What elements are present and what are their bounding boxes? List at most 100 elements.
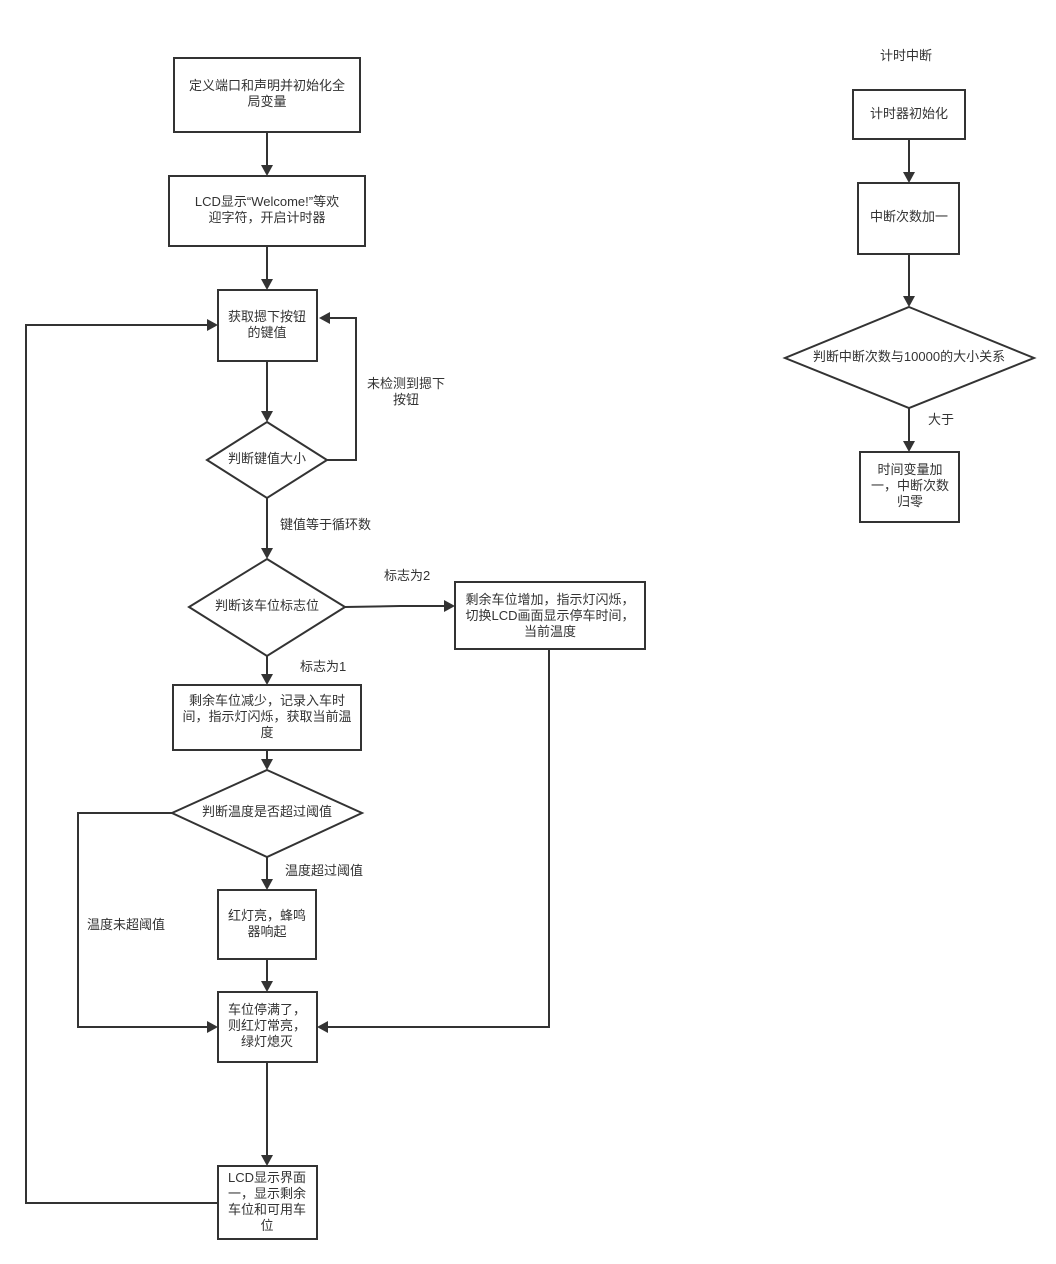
arrowhead — [207, 319, 218, 331]
text-line: 间，指示灯闪烁，获取当前温 — [182, 709, 351, 724]
text-line: 则红灯常亮， — [228, 1018, 306, 1033]
arrowhead — [261, 279, 273, 290]
text-line: 剩余车位减少，记录入车时 — [189, 693, 345, 708]
node-timer-init-text: 计时器初始化 — [870, 106, 948, 121]
text-line: 绿灯熄灭 — [241, 1034, 293, 1049]
text-line: 判断温度是否超过阈值 — [202, 804, 332, 819]
text-line: 中断次数加一 — [870, 209, 948, 224]
label-flag1: 标志为1 — [300, 659, 346, 674]
label-flag2: 标志为2 — [384, 568, 430, 583]
text-line: 判断该车位标志位 — [215, 598, 319, 613]
node-timer-init — [852, 89, 966, 140]
arrowhead — [444, 600, 455, 612]
arrowhead — [261, 981, 273, 992]
node-judgetemp-text: 判断温度是否超过阈值 — [202, 804, 332, 819]
text-line: 切换LCD画面显示停车时间， — [465, 608, 634, 623]
text-line: 一，中断次数 — [871, 478, 949, 493]
text-line: 定义端口和声明并初始化全 — [189, 78, 345, 93]
label-greater: 大于 — [928, 412, 954, 427]
arrowhead — [261, 165, 273, 176]
arrowhead — [317, 1021, 328, 1033]
text-line: 判断键值大小 — [228, 451, 306, 466]
text-line: 按钮 — [393, 392, 419, 407]
node-alarm — [217, 889, 317, 960]
text-line: 局变量 — [247, 94, 286, 109]
label-temp-not-over: 温度未超阈值 — [87, 917, 165, 932]
nodes — [168, 57, 1037, 1240]
text-line: 未检测到摁下 — [367, 376, 445, 391]
text-line: 器响起 — [247, 924, 286, 939]
node-welcome — [168, 175, 366, 247]
arrowhead — [903, 441, 915, 452]
node-time-inc — [859, 451, 960, 523]
node-judgeflag-text: 判断该车位标志位 — [215, 598, 319, 613]
node-judgetemp — [169, 768, 365, 859]
text-line: 判断中断次数与10000的大小关系 — [813, 349, 1005, 364]
edge-labels: 未检测到摁下按钮 键值等于循环数 标志为2 标志为1 温度超过阈值 温度未超阈值… — [87, 376, 954, 932]
text-line: 一，显示剩余 — [228, 1186, 306, 1201]
edge-increase-full — [326, 649, 550, 1028]
text-line: 红灯亮，蜂鸣 — [228, 908, 306, 923]
edges — [25, 132, 915, 1204]
timer-title: 计时中断 — [880, 48, 932, 63]
node-time-inc-text: 时间变量加一，中断次数归零 — [871, 462, 949, 509]
label-temp-over: 温度超过阈值 — [285, 863, 363, 878]
text-line: 的键值 — [247, 325, 286, 340]
text-line: 位 — [260, 1218, 273, 1233]
node-getkey — [217, 289, 318, 362]
node-decrease — [172, 684, 362, 751]
text-line: 车位和可用车 — [228, 1202, 306, 1217]
arrowhead — [261, 879, 273, 890]
text-line: LCD显示“Welcome!”等欢 — [195, 194, 339, 209]
node-full-text: 车位停满了，则红灯常亮，绿灯熄灭 — [228, 1002, 306, 1049]
edge-judgetemp-full-bypass — [77, 812, 209, 1028]
text-line: 时间变量加 — [877, 462, 942, 477]
label-not-pressed: 未检测到摁下按钮 — [367, 376, 445, 407]
node-judge-int-text: 判断中断次数与10000的大小关系 — [813, 349, 1005, 364]
arrowhead — [261, 759, 273, 770]
node-judgeflag — [187, 557, 347, 658]
node-display-text: LCD显示界面一，显示剩余车位和可用车位 — [228, 1170, 306, 1233]
arrowhead — [261, 411, 273, 422]
text-line: 计时中断 — [880, 48, 932, 63]
node-getkey-text: 获取摁下按钮的键值 — [228, 309, 306, 340]
edge-display-loop — [25, 324, 218, 1204]
node-init — [173, 57, 361, 133]
text-line: 计时器初始化 — [870, 106, 948, 121]
text-line: 标志为2 — [384, 568, 430, 583]
node-increase-text: 剩余车位增加，指示灯闪烁，切换LCD画面显示停车时间，当前温度 — [465, 592, 634, 639]
arrowhead — [903, 172, 915, 183]
text-line: 键值等于循环数 — [280, 517, 371, 532]
arrowhead — [261, 1155, 273, 1166]
edge-judgekey-loop — [327, 317, 357, 461]
node-init-text: 定义端口和声明并初始化全局变量 — [189, 78, 345, 109]
node-increase — [454, 581, 646, 650]
text-line: 温度未超阈值 — [87, 917, 165, 932]
node-judgekey-text: 判断键值大小 — [228, 451, 306, 466]
arrowhead — [207, 1021, 218, 1033]
node-judgekey — [205, 420, 329, 500]
arrowhead — [319, 312, 330, 324]
text-line: 剩余车位增加，指示灯闪烁， — [465, 592, 634, 607]
node-int-inc-text: 中断次数加一 — [870, 209, 948, 224]
text-line: 归零 — [897, 494, 923, 509]
text-line: 大于 — [928, 412, 954, 427]
text-line: 度 — [260, 725, 273, 740]
node-full — [217, 991, 318, 1063]
text-line: 获取摁下按钮 — [228, 309, 306, 324]
node-alarm-text: 红灯亮，蜂鸣器响起 — [228, 908, 306, 939]
node-welcome-text: LCD显示“Welcome!”等欢迎字符，开启计时器 — [195, 194, 339, 225]
text-line: 温度超过阈值 — [285, 863, 363, 878]
node-display — [217, 1165, 318, 1240]
text-line: 标志为1 — [300, 659, 346, 674]
arrowhead — [261, 674, 273, 685]
node-decrease-text: 剩余车位减少，记录入车时间，指示灯闪烁，获取当前温度 — [182, 693, 351, 740]
edge-judgeflag-increase — [344, 605, 446, 608]
arrowhead — [903, 296, 915, 307]
text-line: LCD显示界面 — [228, 1170, 306, 1185]
node-texts: 定义端口和声明并初始化全局变量 LCD显示“Welcome!”等欢迎字符，开启计… — [182, 48, 1005, 1233]
text-line: 当前温度 — [524, 624, 576, 639]
arrowhead — [261, 548, 273, 559]
text-line: 车位停满了， — [228, 1002, 306, 1017]
